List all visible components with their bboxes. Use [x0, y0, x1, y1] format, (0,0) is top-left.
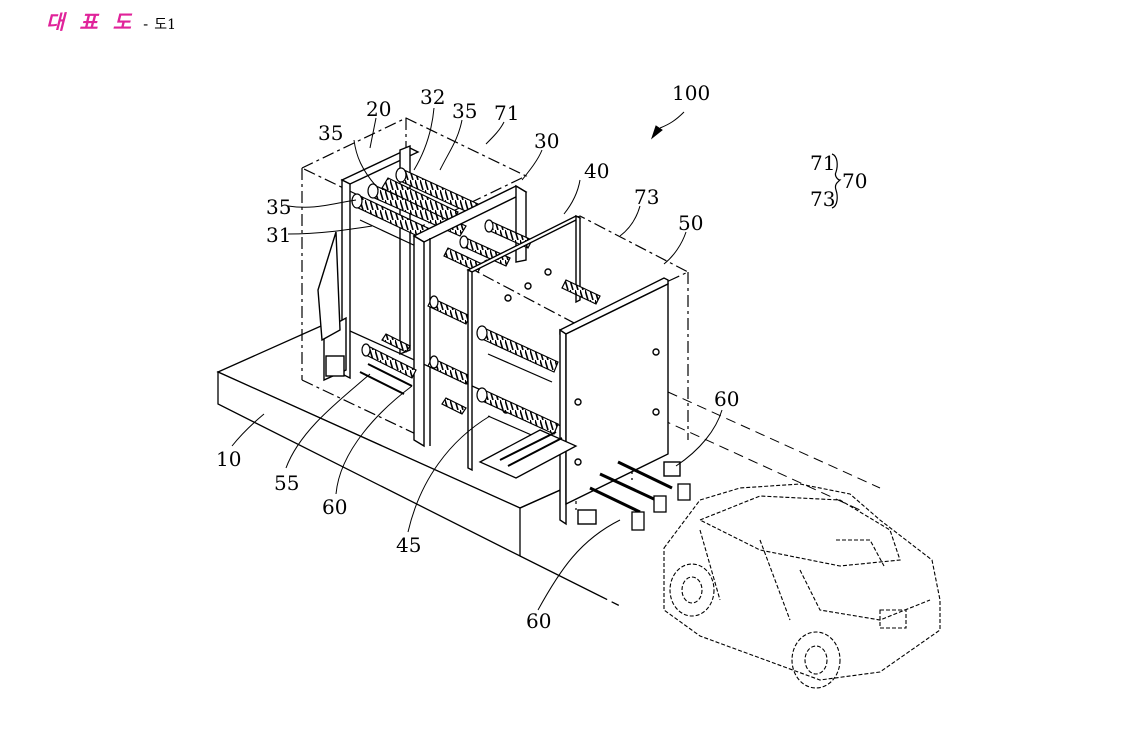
label-31: 31: [266, 223, 291, 247]
label-60-left: 60: [322, 495, 347, 519]
label-55: 55: [274, 471, 299, 495]
label-60-right: 60: [714, 387, 739, 411]
label-35-left: 35: [318, 121, 343, 145]
label-10: 10: [216, 447, 241, 471]
legend-70: 70: [842, 169, 867, 193]
legend-71: 71: [810, 151, 835, 175]
legend-73: 73: [810, 187, 835, 211]
label-35-top: 35: [452, 99, 477, 123]
label-32: 32: [420, 85, 445, 109]
vehicle-outline: [664, 484, 940, 688]
label-100: 100: [672, 81, 710, 105]
label-45: 45: [396, 533, 421, 557]
label-20: 20: [366, 97, 391, 121]
label-71: 71: [494, 101, 519, 125]
label-35-mid: 35: [266, 195, 291, 219]
label-30: 30: [534, 129, 559, 153]
frame-50: [560, 278, 680, 524]
label-73: 73: [634, 185, 659, 209]
label-50: 50: [678, 211, 703, 235]
label-40: 40: [584, 159, 609, 183]
label-60-bottom: 60: [526, 609, 551, 633]
